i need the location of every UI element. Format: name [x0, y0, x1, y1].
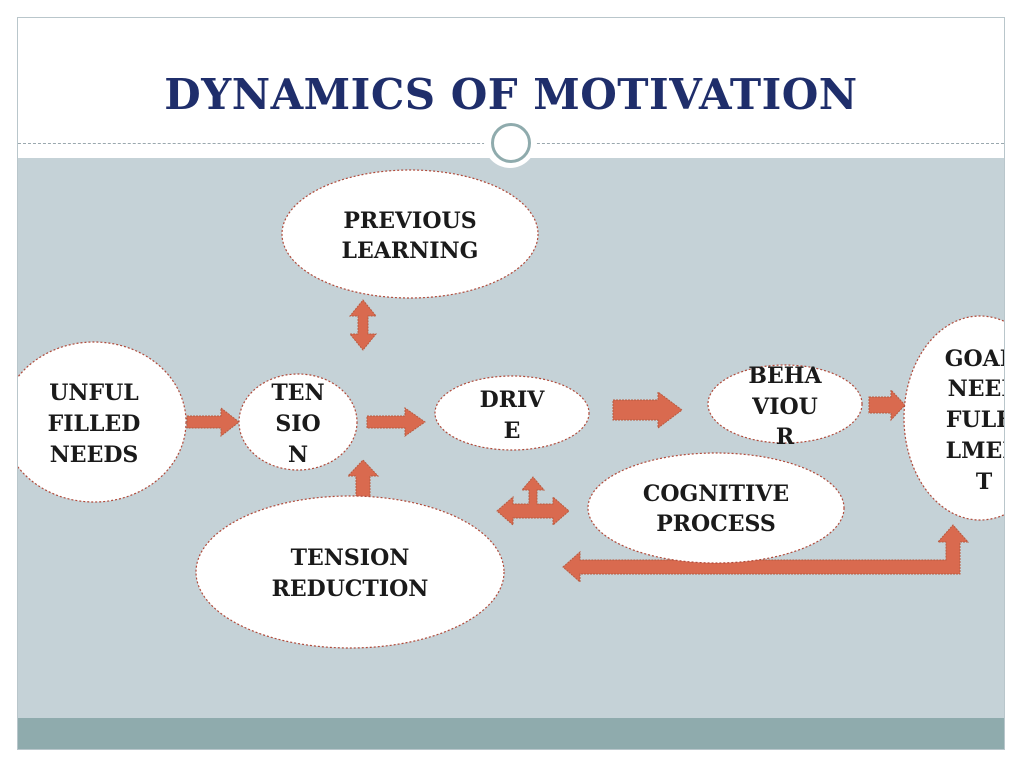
label-tension-1: TEN [271, 380, 324, 406]
label-goal-3: FULFI [946, 407, 1022, 433]
tee-arrow-cognitive [496, 476, 570, 527]
label-cognitive-process-2: PROCESS [656, 511, 776, 537]
circle-ornament-inner [491, 123, 531, 163]
label-previous-learning-1: PREVIOUS [343, 208, 476, 234]
label-goal-5: T [976, 469, 993, 495]
node-cognitive-process [587, 452, 845, 564]
arrow-needs-to-tension [186, 406, 240, 438]
label-unfulfilled-needs-3: NEEDS [50, 442, 139, 468]
label-behaviour-2: VIOU [751, 394, 818, 420]
label-tension-3: N [288, 442, 308, 468]
arrow-tension-to-drive [366, 407, 426, 437]
node-tension-reduction [195, 495, 505, 649]
label-drive-2: E [504, 418, 521, 444]
label-tension-reduction-1: TENSION [291, 545, 410, 571]
label-previous-learning-2: LEARNING [342, 238, 479, 264]
bottom-bar [18, 718, 1004, 749]
label-goal-1: GOAL/ [945, 346, 1024, 372]
node-unfulfilled-needs [18, 341, 187, 503]
node-previous-learning [281, 169, 539, 299]
label-tension-reduction-2: REDUCTION [272, 576, 429, 602]
label-cognitive-process-1: COGNITIVE [643, 481, 789, 507]
arrows [186, 299, 970, 584]
double-arrow-previous-learning [348, 299, 378, 351]
label-unfulfilled-needs-2: FILLED [48, 411, 141, 437]
label-goal-2: NEED [948, 376, 1021, 402]
feedback-arrow-goal-return [562, 524, 970, 584]
label-tension-2: SIO [275, 411, 320, 437]
arrow-reduction-to-tension [346, 459, 380, 501]
node-drive [434, 375, 590, 451]
node-tension [238, 373, 358, 471]
label-behaviour-3: R [776, 424, 795, 450]
arrow-drive-to-behaviour [612, 391, 683, 429]
nodes [18, 169, 1004, 649]
node-labels: PREVIOUS LEARNING UNFUL FILLED NEEDS TEN… [48, 208, 1024, 602]
arrow-behaviour-to-goal [868, 388, 906, 422]
node-behaviour [707, 364, 863, 444]
label-behaviour-1: BEHA [748, 363, 822, 389]
slide-title: DYNAMICS OF MOTIVATION [164, 70, 858, 119]
label-unfulfilled-needs-1: UNFUL [49, 380, 139, 406]
circle-ornament-icon [485, 117, 535, 167]
label-goal-4: LMEN [946, 438, 1023, 464]
label-drive-1: DRIV [480, 387, 546, 413]
node-goal [903, 315, 1004, 521]
